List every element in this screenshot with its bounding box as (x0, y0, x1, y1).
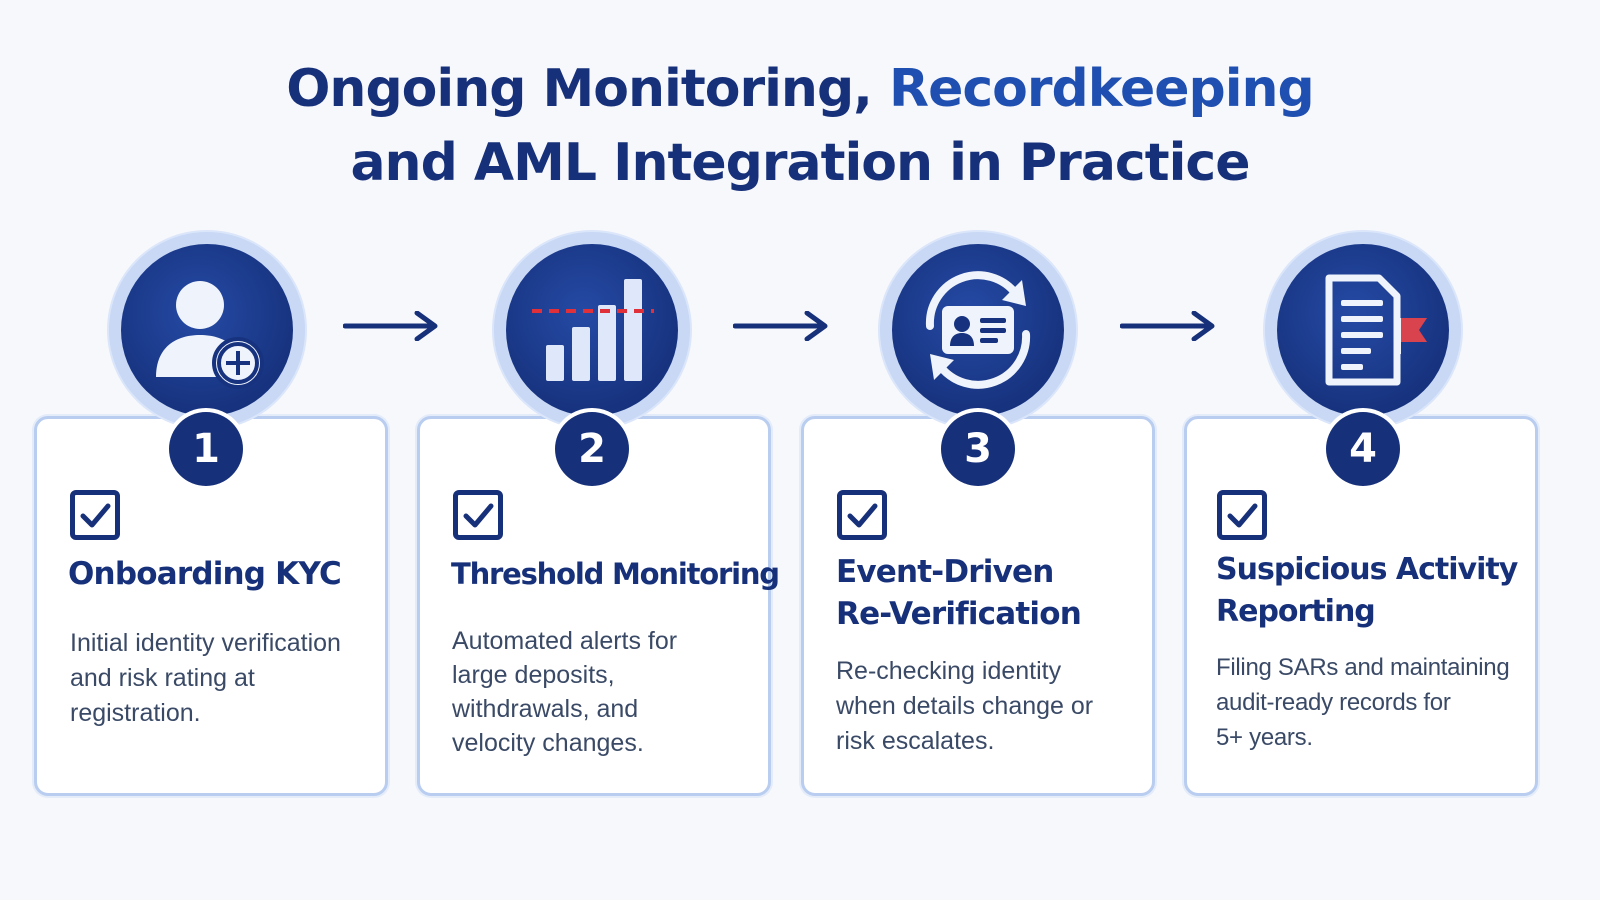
id-card-refresh-icon (892, 244, 1064, 416)
checkbox-icon (837, 490, 887, 540)
checkbox-icon (453, 490, 503, 540)
step-number-badge: 3 (941, 412, 1015, 486)
step-description: Filing SARs and maintaining audit-ready … (1216, 654, 1510, 751)
step-number-badge: 2 (555, 412, 629, 486)
title-line-1-part-1: Ongoing Monitoring, (286, 59, 890, 119)
bar-chart-threshold-icon (506, 244, 678, 416)
arrow-right-icon (343, 311, 438, 341)
title-line-1: Ongoing Monitoring, Recordkeeping (0, 52, 1600, 126)
step-description: Automated alerts for large deposits, wit… (452, 627, 678, 757)
title-line-2: and AML Integration in Practice (350, 133, 1250, 193)
title-line-1-accent: Recordkeeping (889, 59, 1315, 119)
step-icon-circle (109, 232, 305, 428)
document-flag-icon (1277, 244, 1449, 416)
step-title: Threshold Monitoring (451, 557, 780, 591)
arrow-right-icon (1120, 311, 1215, 341)
step-title: Suspicious Activity Reporting (1216, 552, 1518, 629)
step-icon-circle (1265, 232, 1461, 428)
step-title: Onboarding KYC (68, 556, 342, 592)
step-number-badge: 4 (1326, 412, 1400, 486)
step-description: Re-checking identity when details change… (836, 657, 1094, 755)
step-title: Event-Driven Re-Verification (836, 554, 1082, 632)
step-icon-circle (880, 232, 1076, 428)
page-title: Ongoing Monitoring, Recordkeeping and AM… (0, 52, 1600, 200)
checkbox-icon (70, 490, 120, 540)
checkbox-icon (1217, 490, 1267, 540)
user-add-icon (121, 244, 293, 416)
step-number-badge: 1 (169, 412, 243, 486)
step-icon-circle (494, 232, 690, 428)
step-description: Initial identity verification and risk r… (70, 629, 341, 727)
arrow-right-icon (733, 311, 828, 341)
